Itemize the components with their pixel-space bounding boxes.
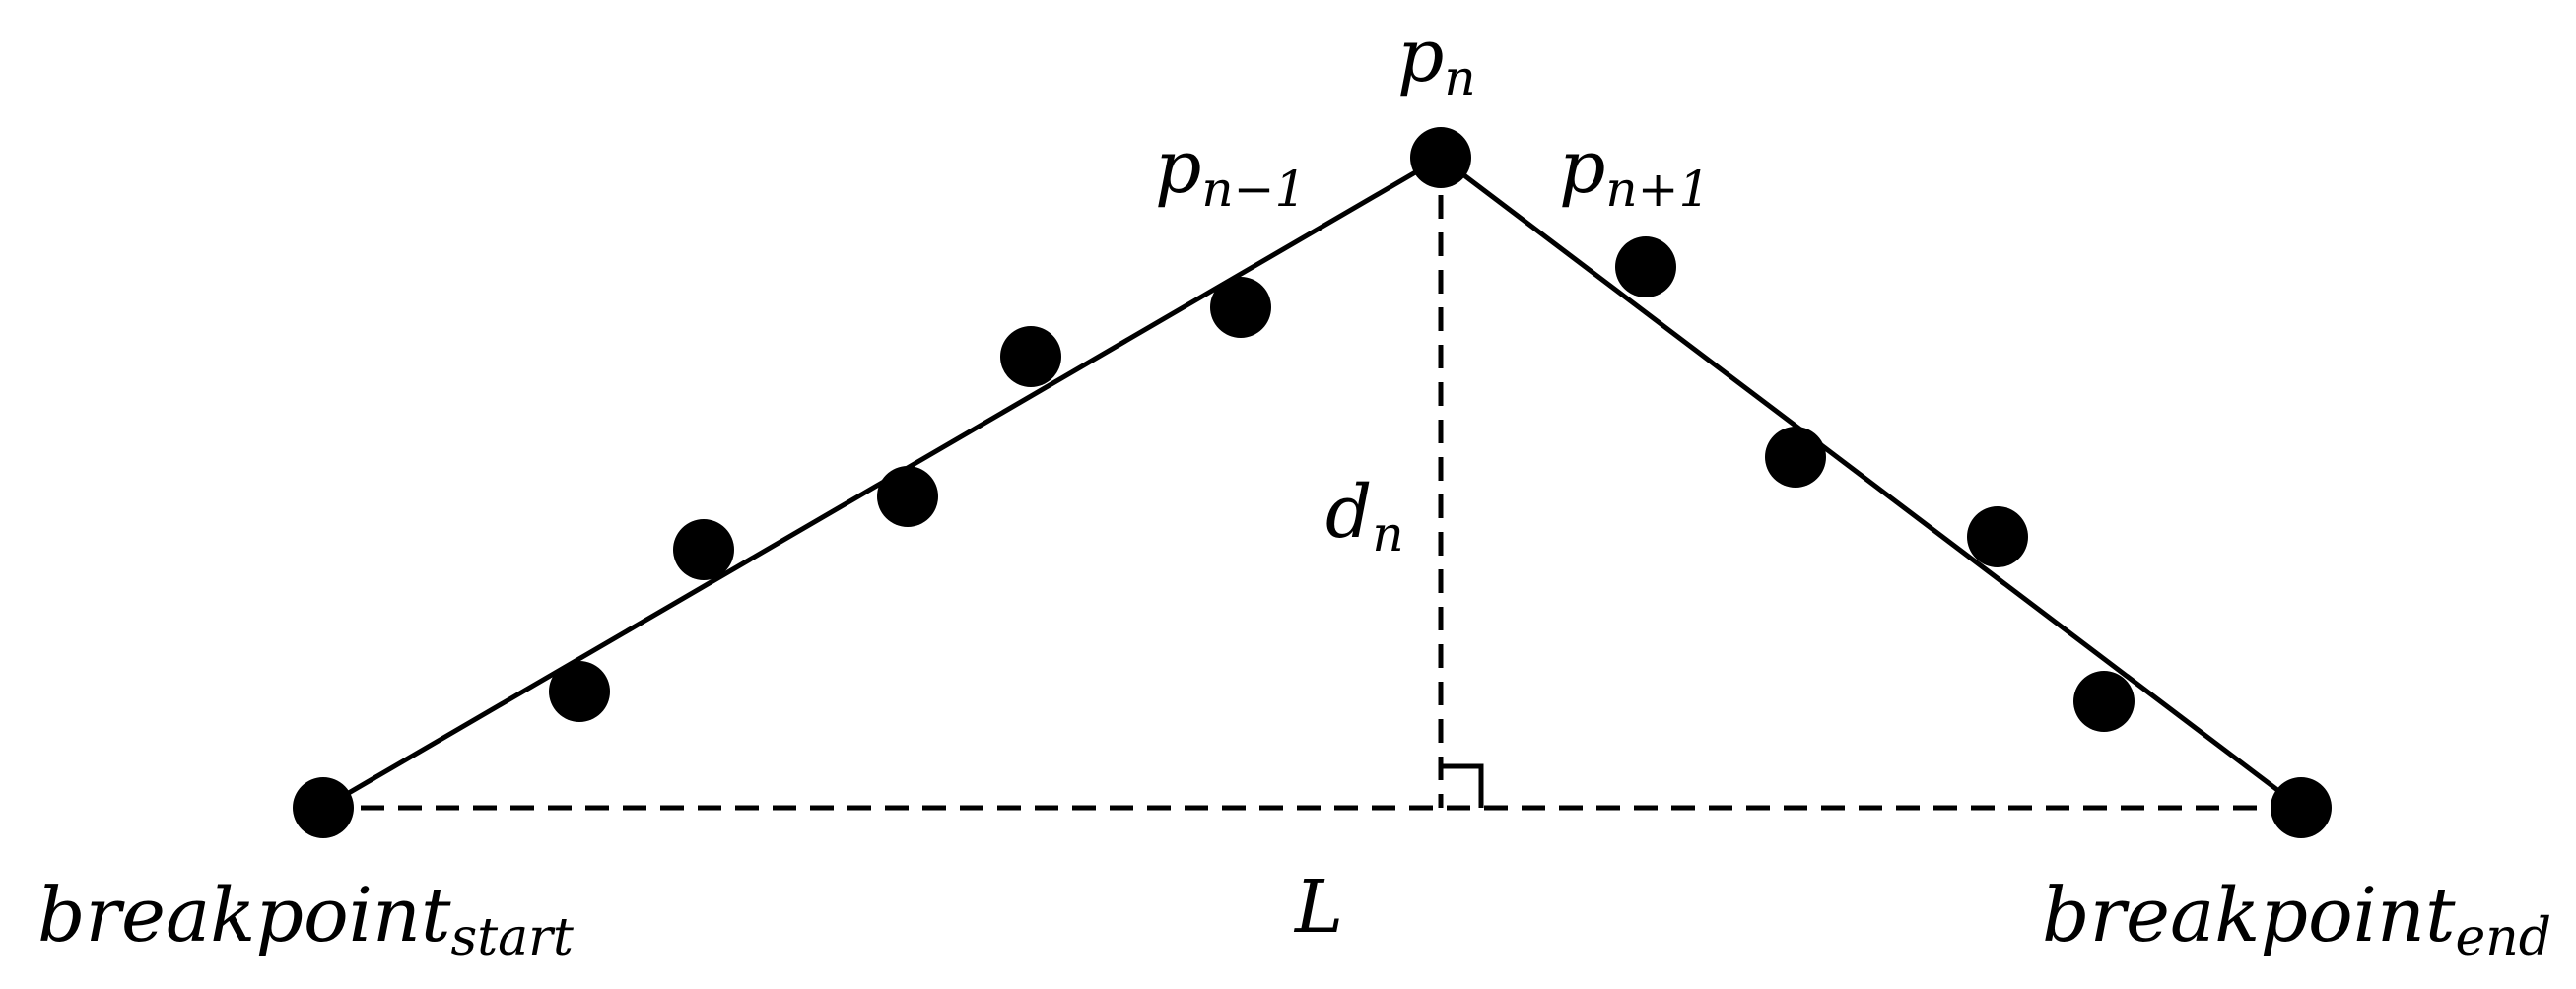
sample-point [673, 519, 734, 580]
sample-point-pn-minus-1 [1210, 277, 1271, 338]
sample-point [1967, 506, 2028, 567]
sample-point [2073, 671, 2135, 732]
breakpoint-start-point [293, 777, 354, 838]
label-dn: dn [1325, 470, 1404, 562]
sample-point [1000, 326, 1061, 387]
sample-point [549, 661, 610, 722]
breakpoint-end-point [2271, 777, 2332, 838]
label-L: L [1293, 865, 1343, 950]
label-pn-plus-1: pn+1 [1559, 125, 1710, 218]
label-breakpoint-end: breakpointend [2042, 871, 2551, 967]
sample-point [1765, 427, 1826, 488]
label-pn-minus-1: pn−1 [1155, 125, 1306, 218]
right-angle-marker [1441, 763, 1484, 808]
label-breakpoint-start: breakpointstart [37, 871, 574, 967]
sample-point-pn-plus-1 [1615, 236, 1676, 297]
right-segment [1439, 156, 2303, 810]
label-pn: pn [1397, 14, 1476, 106]
peak-point-pn [1410, 127, 1471, 188]
sample-point [877, 466, 938, 527]
